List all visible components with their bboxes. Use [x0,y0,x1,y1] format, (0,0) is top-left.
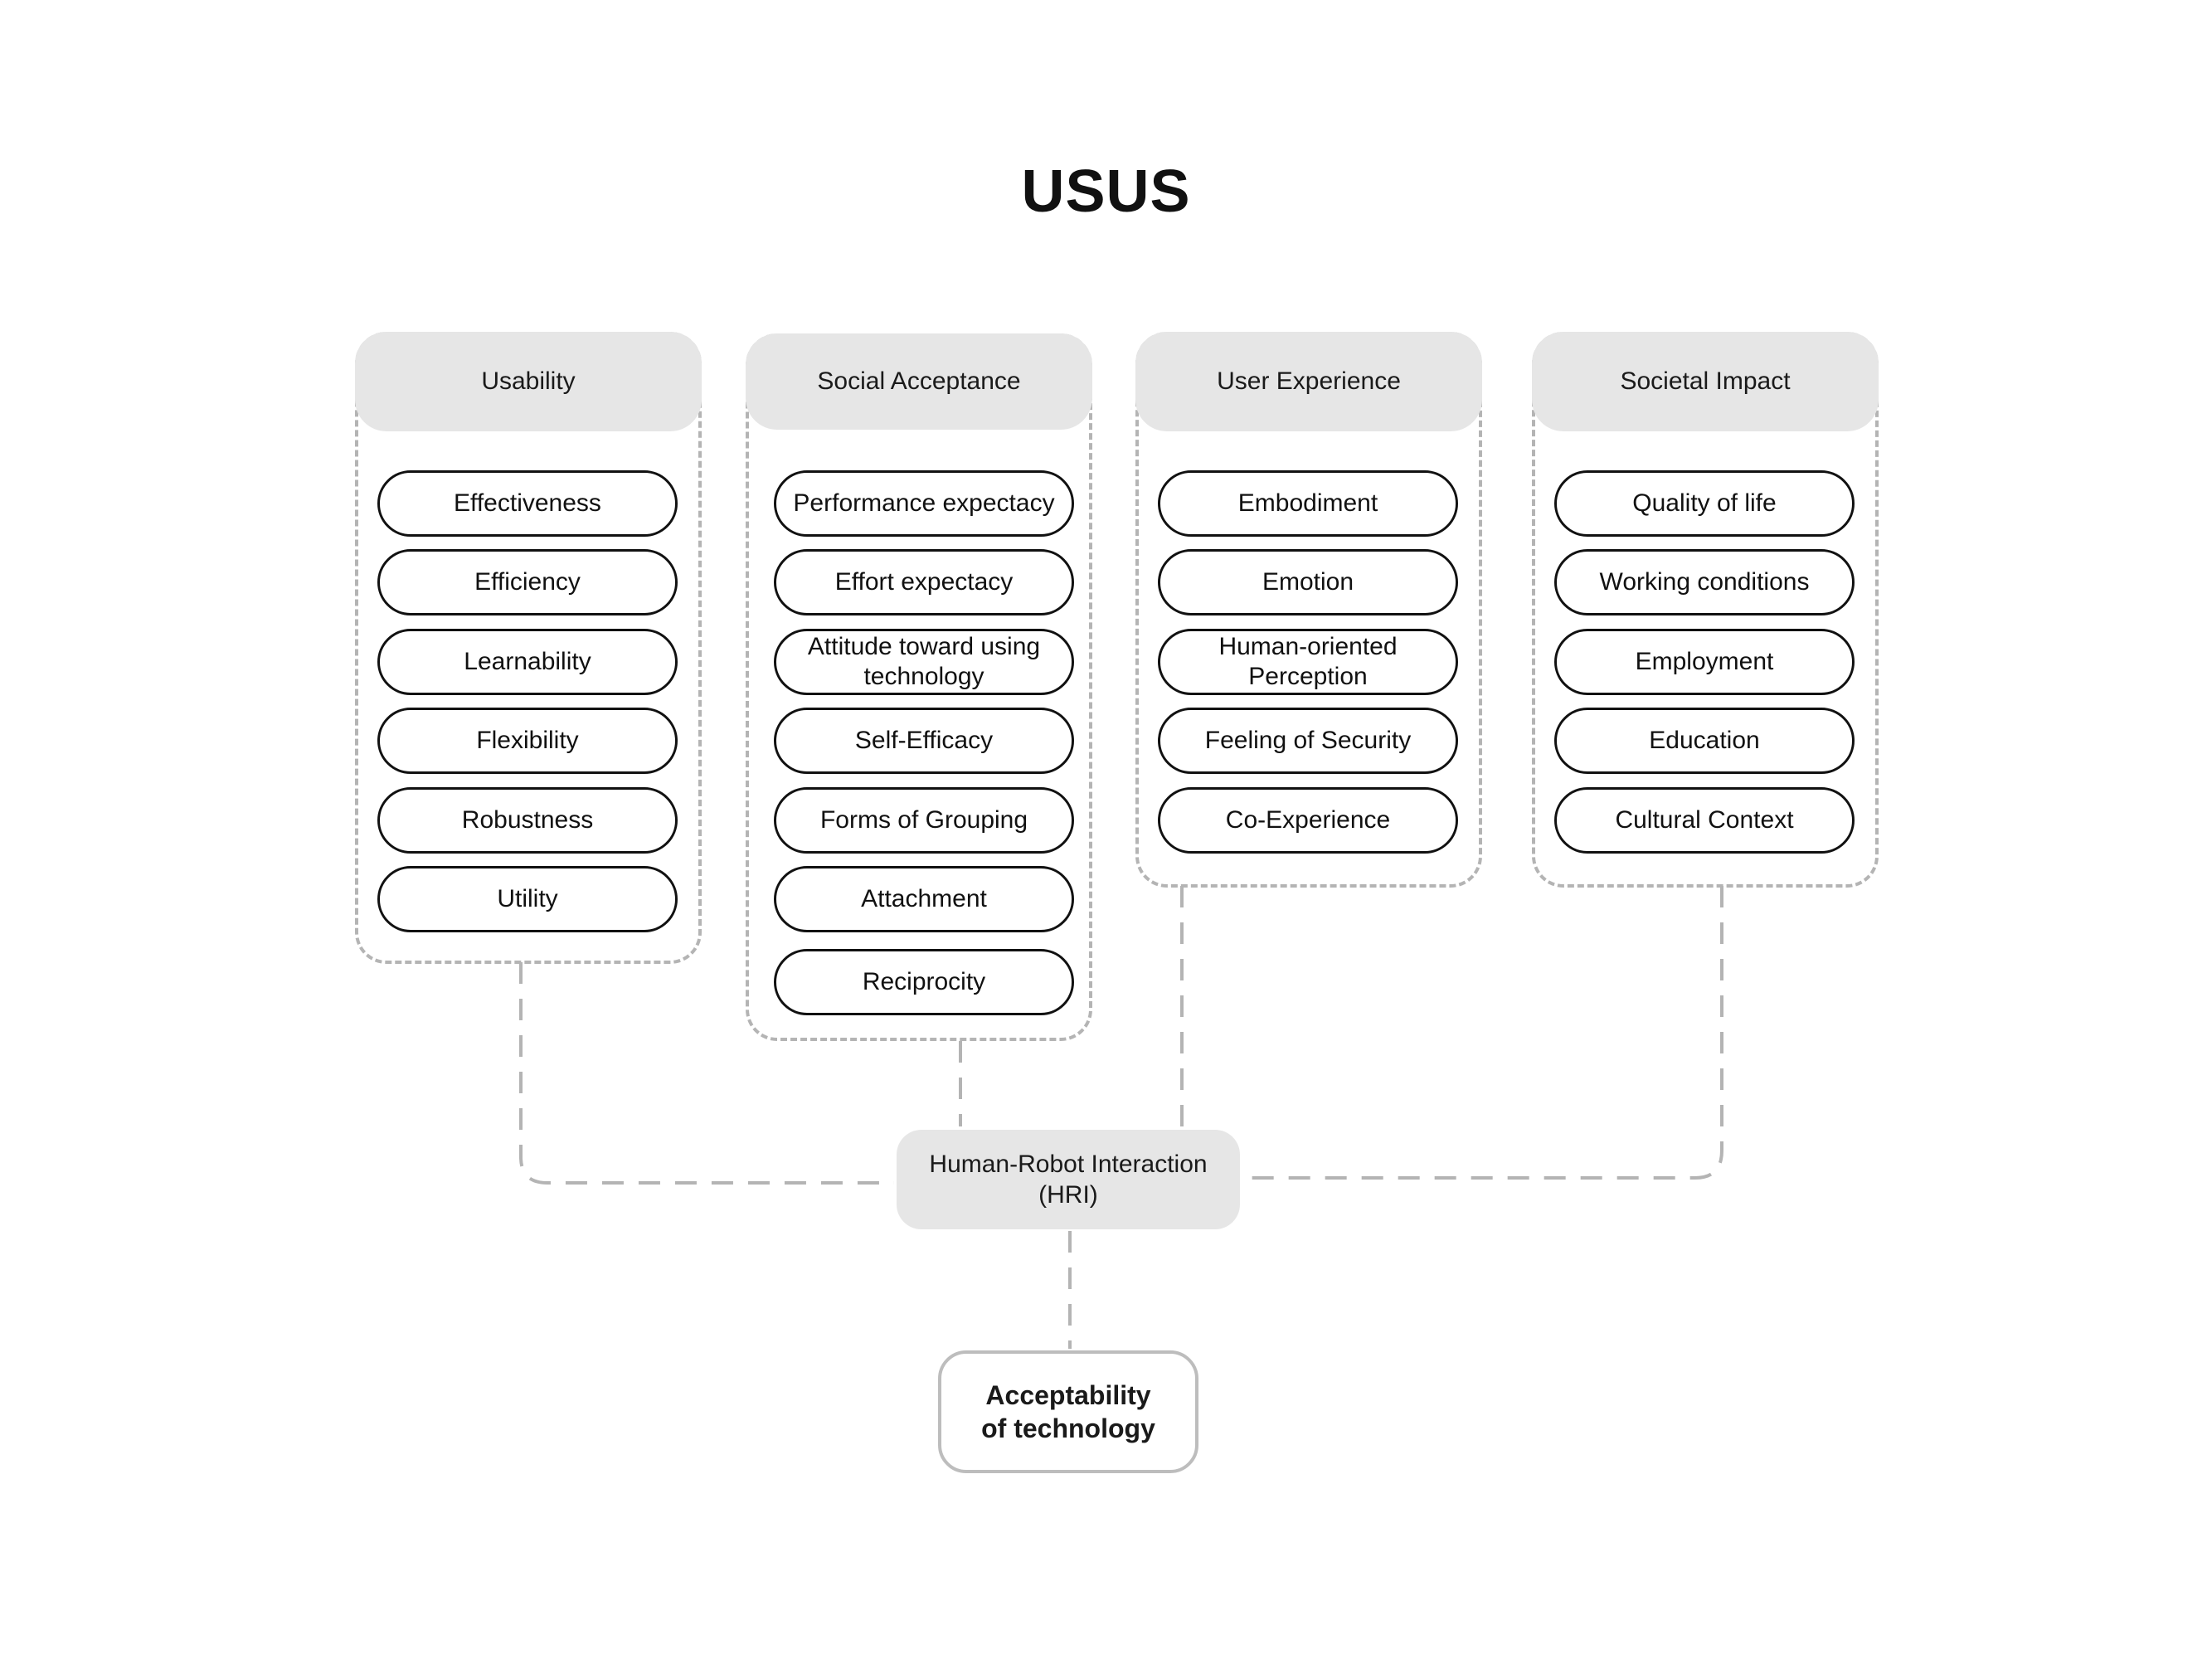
diagram-title: USUS [1021,158,1191,225]
social-acceptance-item-attachment: Attachment [774,866,1074,932]
social-acceptance-item-performance-expectacy: Performance expectacy [774,470,1074,537]
social-acceptance-header: Social Acceptance [746,333,1092,430]
user-experience-item-emotion: Emotion [1158,549,1458,615]
usability-item-robustness: Robustness [377,787,678,854]
hri-node-line2: (HRI) [1038,1181,1098,1209]
social-acceptance-item-reciprocity: Reciprocity [774,949,1074,1015]
social-acceptance-item-forms-of-grouping: Forms of Grouping [774,787,1074,854]
acceptability-node: Acceptability of technology [938,1350,1198,1473]
usability-item-efficiency: Efficiency [377,549,678,615]
usability-header: Usability [355,332,702,431]
acceptability-node-line1: Acceptability [985,1380,1151,1410]
connector-usability [519,962,894,1185]
usability-item-learnability: Learnability [377,629,678,695]
hri-node-line1: Human-Robot Interaction [929,1151,1208,1178]
user-experience-item-embodiment: Embodiment [1158,470,1458,537]
societal-impact-item-employment: Employment [1554,629,1855,695]
usability-item-utility: Utility [377,866,678,932]
societal-impact-item-education: Education [1554,708,1855,774]
societal-impact-header: Societal Impact [1532,332,1879,431]
societal-impact-item-working-conditions: Working conditions [1554,549,1855,615]
social-acceptance-item-self-efficacy: Self-Efficacy [774,708,1074,774]
usability-item-flexibility: Flexibility [377,708,678,774]
societal-impact-item-quality-of-life: Quality of life [1554,470,1855,537]
user-experience-item-co-experience: Co-Experience [1158,787,1458,854]
user-experience-item-feeling-of-security: Feeling of Security [1158,708,1458,774]
connector-societal-impact [1242,886,1723,1180]
societal-impact-item-cultural-context: Cultural Context [1554,787,1855,854]
user-experience-item-human-oriented-perception: Human-oriented Perception [1158,629,1458,695]
social-acceptance-item-attitude-toward-using-technology: Attitude toward using technology [774,629,1074,695]
user-experience-header: User Experience [1135,332,1482,431]
social-acceptance-item-effort-expectacy: Effort expectacy [774,549,1074,615]
acceptability-node-line2: of technology [981,1413,1155,1443]
usability-item-effectiveness: Effectiveness [377,470,678,537]
hri-node: Human-Robot Interaction (HRI) [897,1130,1240,1229]
